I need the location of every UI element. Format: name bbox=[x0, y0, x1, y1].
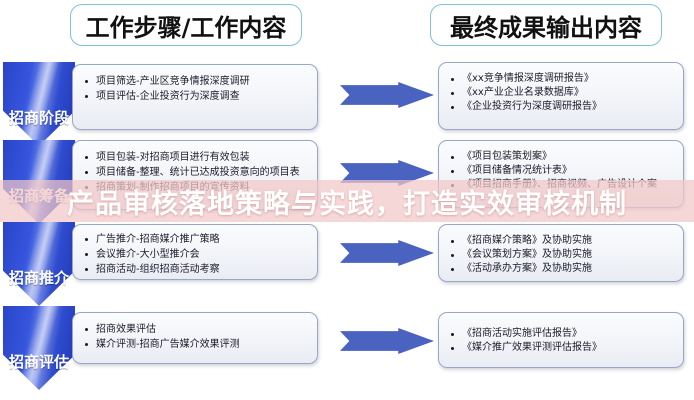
list-item: 媒介评测-招商广告媒介效果评测 bbox=[85, 337, 309, 352]
stage-label-1: 招商阶段 bbox=[8, 109, 69, 127]
stage-label-4: 招商评估 bbox=[8, 353, 69, 371]
list-item: 《项目包装策划案》 bbox=[451, 150, 675, 164]
arrow-body bbox=[340, 160, 434, 186]
arrow-body bbox=[340, 328, 434, 354]
output-list-1: 《xx竞争情报深度调研报告》 《xx产业企业名录数据库》 《企业投资行为深度调研… bbox=[451, 72, 675, 114]
work-content-list-1: 项目筛选-产业区竞争情报深度调研 项目评估-企业投资行为深度调查 bbox=[85, 74, 309, 104]
list-item: 项目筛选-产业区竞争情报深度调研 bbox=[85, 74, 309, 89]
arrow-right-icon-2 bbox=[340, 160, 434, 186]
list-item: 项目评估-企业投资行为深度调查 bbox=[85, 89, 309, 104]
stage-label-2: 招商筹备 bbox=[8, 187, 69, 205]
output-list-2: 《项目包装策划案》 《项目储备情况统计表》 《项目招商手册》、招商视频、广告设计… bbox=[451, 150, 675, 192]
list-item: 项目包装-对招商项目进行有效包装 bbox=[85, 150, 309, 165]
arrow-right-icon-1 bbox=[340, 82, 434, 108]
list-item: 招商效果评估 bbox=[85, 322, 309, 337]
list-item: 《xx产业企业名录数据库》 bbox=[451, 86, 675, 100]
list-item: 《项目招商手册》、招商视频、广告设计个案 bbox=[451, 178, 675, 192]
chevron-highlight bbox=[3, 62, 75, 146]
list-item: 《媒介推广效果评测评估报告》 bbox=[451, 341, 675, 355]
arrow-body bbox=[340, 82, 434, 108]
work-content-panel-2: 项目包装-对招商项目进行有效包装 项目储备-整理、统计已达成投资意向的项目表 招… bbox=[72, 140, 318, 210]
list-item: 《招商活动实施评估报告》 bbox=[451, 327, 675, 341]
list-item: 招商策划-制作招商项目的宣传资料 bbox=[85, 180, 309, 195]
list-item: 会议推介-大小型推介会 bbox=[85, 247, 309, 262]
list-item: 《会议策划方案》及协助实施 bbox=[451, 248, 675, 262]
work-content-list-3: 广告推介-招商媒介推广策略 会议推介-大小型推介会 招商活动-组织招商活动考察 bbox=[85, 232, 309, 277]
chevron-highlight bbox=[3, 306, 75, 390]
work-content-list-4: 招商效果评估 媒介评测-招商广告媒介效果评测 bbox=[85, 322, 309, 352]
arrow-right-icon-3 bbox=[340, 240, 434, 266]
list-item: 广告推介-招商媒介推广策略 bbox=[85, 232, 309, 247]
work-content-list-2: 项目包装-对招商项目进行有效包装 项目储备-整理、统计已达成投资意向的项目表 招… bbox=[85, 150, 309, 195]
output-panel-3: 《招商媒介策略》及协助实施 《会议策划方案》及协助实施 《活动承办方案》及协助实… bbox=[438, 224, 684, 282]
chevron-highlight bbox=[3, 140, 75, 224]
output-list-3: 《招商媒介策略》及协助实施 《会议策划方案》及协助实施 《活动承办方案》及协助实… bbox=[451, 234, 675, 276]
output-panel-4: 《招商活动实施评估报告》 《媒介推广效果评测评估报告》 bbox=[438, 312, 684, 368]
column-header-right: 最终成果输出内容 bbox=[430, 4, 662, 46]
list-item: 《企业投资行为深度调研报告》 bbox=[451, 100, 675, 114]
arrow-body bbox=[340, 240, 434, 266]
stage-chevron-1: 招商阶段 bbox=[3, 62, 75, 146]
work-content-panel-4: 招商效果评估 媒介评测-招商广告媒介效果评测 bbox=[72, 312, 318, 364]
output-panel-1: 《xx竞争情报深度调研报告》 《xx产业企业名录数据库》 《企业投资行为深度调研… bbox=[438, 62, 684, 130]
work-content-panel-3: 广告推介-招商媒介推广策略 会议推介-大小型推介会 招商活动-组织招商活动考察 bbox=[72, 224, 318, 280]
list-item: 招商活动-组织招商活动考察 bbox=[85, 262, 309, 277]
stage-chevron-2: 招商筹备 bbox=[3, 140, 75, 224]
list-item: 《招商媒介策略》及协助实施 bbox=[451, 234, 675, 248]
chevron-highlight bbox=[3, 222, 75, 306]
arrow-right-icon-4 bbox=[340, 328, 434, 354]
list-item: 《活动承办方案》及协助实施 bbox=[451, 262, 675, 276]
list-item: 《xx竞争情报深度调研报告》 bbox=[451, 72, 675, 86]
stage-label-3: 招商推介 bbox=[8, 269, 69, 287]
column-header-left: 工作步骤/工作内容 bbox=[70, 4, 302, 46]
list-item: 《项目储备情况统计表》 bbox=[451, 164, 675, 178]
stage-chevron-4: 招商评估 bbox=[3, 306, 75, 390]
output-panel-2: 《项目包装策划案》 《项目储备情况统计表》 《项目招商手册》、招商视频、广告设计… bbox=[438, 140, 684, 208]
work-content-panel-1: 项目筛选-产业区竞争情报深度调研 项目评估-企业投资行为深度调查 bbox=[72, 64, 318, 130]
stage-chevron-3: 招商推介 bbox=[3, 222, 75, 306]
list-item: 项目储备-整理、统计已达成投资意向的项目表 bbox=[85, 165, 309, 180]
output-list-4: 《招商活动实施评估报告》 《媒介推广效果评测评估报告》 bbox=[451, 327, 675, 355]
